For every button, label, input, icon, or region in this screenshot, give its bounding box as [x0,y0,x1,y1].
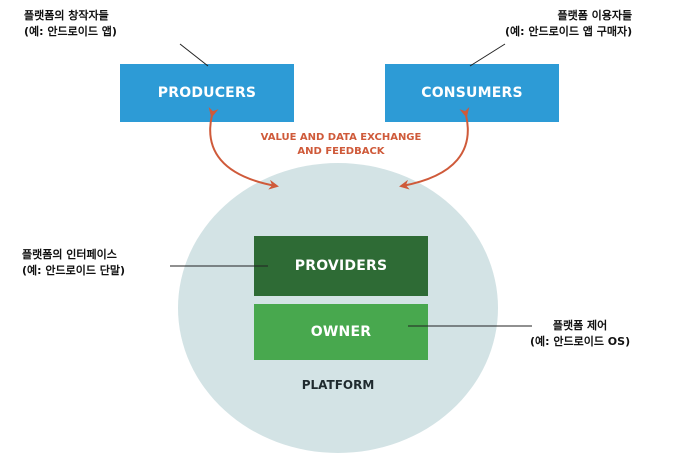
producers-annotation-line2: (예: 안드로이드 앱) [24,25,117,38]
producers-annotation: 플랫폼의 창작자들 (예: 안드로이드 앱) [24,8,117,40]
platform-diagram: PRODUCERS CONSUMERS PROVIDERS OWNER VALU… [22,8,632,453]
consumers-label: CONSUMERS [421,85,523,101]
providers-label: PROVIDERS [294,258,388,274]
owner-annotation-line1: 플랫폼 제어 [552,319,608,332]
left-exchange-arrow [208,107,279,190]
connector-layer [170,43,532,327]
owner-annotation: 플랫폼 제어 (예: 안드로이드 OS) [530,318,630,350]
producers-annotation-line1: 플랫폼의 창작자들 [24,9,109,22]
owner-annotation-line2: (예: 안드로이드 OS) [530,335,631,348]
platform-label: PLATFORM [301,378,375,392]
providers-annotation-line1: 플랫폼의 인터페이스 [22,248,117,261]
providers-annotation: 플랫폼의 인터페이스 (예: 안드로이드 단말) [22,247,125,279]
right-exchange-arrow [399,107,470,190]
producers-leader-line [179,43,209,67]
owner-box: OWNER [254,304,428,360]
providers-annotation-line2: (예: 안드로이드 단말) [22,264,126,277]
consumers-annotation-line2: (예: 안드로이드 앱 구매자) [505,25,633,38]
owner-label: OWNER [310,324,372,340]
consumers-leader-line [469,43,506,67]
providers-box: PROVIDERS [254,236,428,296]
consumers-annotation: 플랫폼 이용자들 (예: 안드로이드 앱 구매자) [505,8,632,40]
producers-label: PRODUCERS [157,85,257,101]
consumers-annotation-line1: 플랫폼 이용자들 [557,9,633,22]
